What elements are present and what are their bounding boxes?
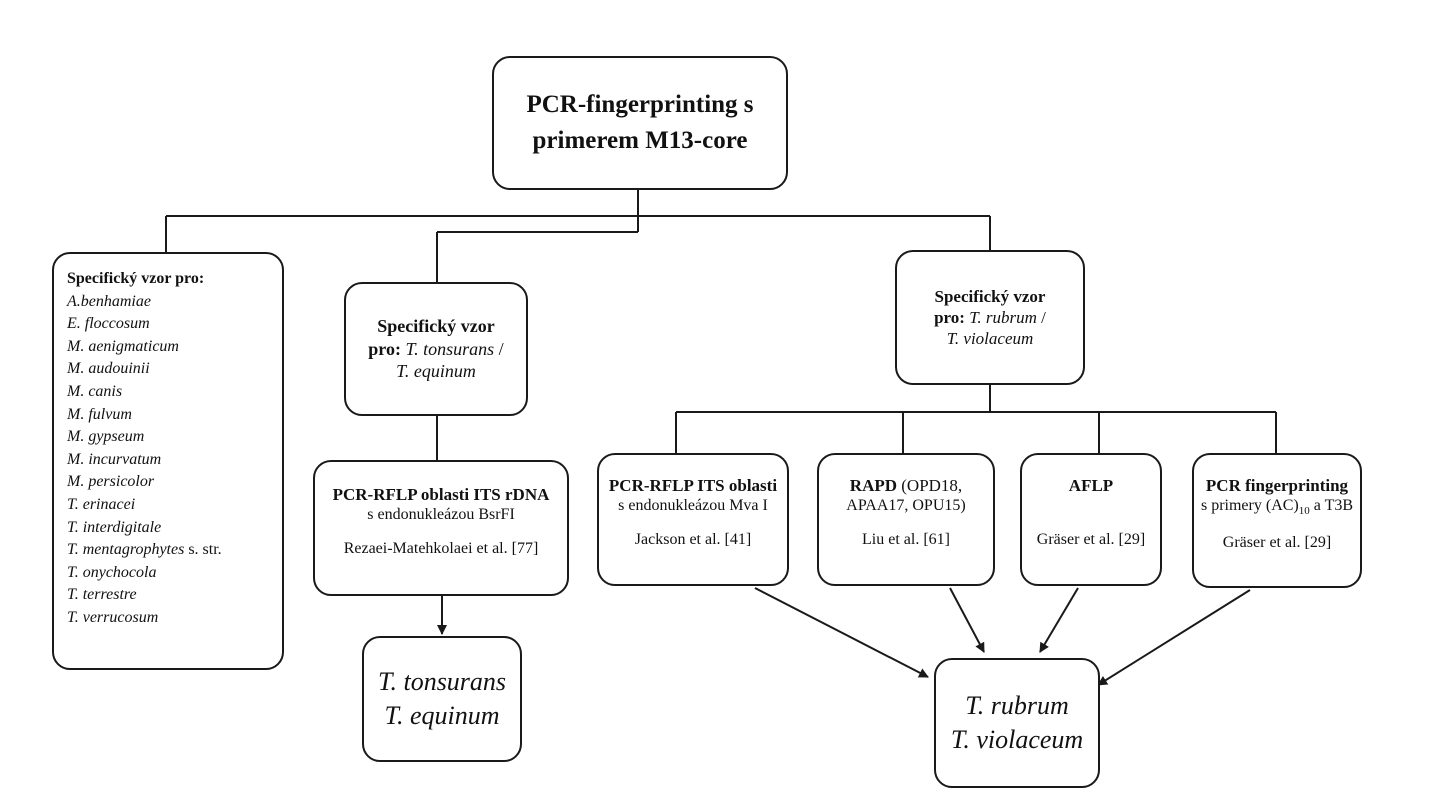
tonsurans-pattern-line-1: Specifický vzor	[377, 316, 495, 337]
species-item: A.benhamiae	[67, 292, 151, 310]
rubrum-result-line-1: T. rubrum	[965, 691, 1069, 721]
rubrum-result-box: T. rubrum T. violaceum	[934, 658, 1100, 788]
method-reference: Gräser et al. [29]	[1222, 534, 1332, 552]
rflp-rdna-subtitle: s endonukleázou BsrFI	[367, 506, 515, 524]
species-item: T. interdigitale	[67, 518, 162, 536]
tonsurans-pattern-line-2: pro: T. tonsurans /	[368, 338, 504, 359]
rflp-rdna-box: PCR-RFLP oblasti ITS rDNA s endonukleázo…	[313, 460, 569, 596]
rubrum-pattern-line-1: Specifický vzor	[934, 286, 1046, 306]
arrow-method-1-to-result	[754, 587, 929, 678]
arrow-method-4-to-result	[1097, 589, 1251, 686]
tonsurans-result-line-1: T. tonsurans	[377, 667, 507, 697]
arrow-method-2-to-result	[949, 587, 985, 653]
species-item: M. persicolor	[67, 473, 155, 491]
method-reference: Liu et al. [61]	[862, 531, 950, 549]
method-box-rapd: RAPD (OPD18, APAA17, OPU15) Liu et al. […	[817, 453, 995, 586]
species-list-box: Specifický vzor pro: A.benhamiae E. floc…	[52, 252, 284, 670]
species-item: T. erinacei	[67, 495, 136, 513]
rubrum-pattern-line-2: pro: T. rubrum /	[934, 307, 1046, 327]
species-item: T. onychocola	[67, 563, 157, 581]
rubrum-pattern-box: Specifický vzor pro: T. rubrum / T. viol…	[895, 250, 1085, 385]
root-line-1: PCR-fingerprinting s	[526, 90, 754, 118]
rflp-rdna-title: PCR-RFLP oblasti ITS rDNA	[332, 485, 550, 504]
method-subtitle: s primery (AC)10 a T3B	[1200, 497, 1354, 518]
species-item: M. canis	[67, 382, 123, 400]
species-item: T. verrucosum	[67, 608, 159, 626]
rflp-rdna-reference: Rezaei-Matehkolaei et al. [77]	[343, 540, 539, 558]
root-line-2: primerem M13-core	[532, 127, 748, 154]
species-item: M. incurvatum	[67, 450, 162, 468]
species-list-heading: Specifický vzor pro:	[67, 270, 205, 287]
tonsurans-result-box: T. tonsurans T. equinum	[362, 636, 522, 762]
method-reference: Jackson et al. [41]	[634, 531, 752, 549]
species-item: T. mentagrophytes s. str.	[67, 541, 222, 559]
tonsurans-result-line-2: T. equinum	[384, 701, 500, 730]
method-title: PCR-RFLP ITS oblasti	[608, 476, 778, 495]
species-item: M. fulvum	[67, 405, 132, 423]
method-title: PCR fingerprinting	[1205, 476, 1349, 495]
rubrum-result-line-2: T. violaceum	[950, 725, 1084, 754]
species-item: T. terrestre	[67, 586, 137, 604]
species-item: M. gypseum	[67, 428, 145, 446]
method-box-pcr-fingerprinting: PCR fingerprinting s primery (AC)10 a T3…	[1192, 453, 1362, 588]
species-item: E. floccosum	[67, 315, 150, 333]
method-title: AFLP	[1068, 476, 1114, 495]
method-reference: Gräser et al. [29]	[1036, 531, 1146, 549]
arrow-method-3-to-result	[1039, 587, 1079, 653]
tonsurans-pattern-box: Specifický vzor pro: T. tonsurans / T. e…	[344, 282, 528, 416]
tonsurans-pattern-line-3: T. equinum	[396, 361, 476, 382]
species-item: M. aenigmaticum	[67, 337, 179, 355]
method-title: RAPD (OPD18,	[849, 476, 963, 495]
rubrum-pattern-line-3: T. violaceum	[946, 329, 1034, 349]
root-box: PCR-fingerprinting s primerem M13-core	[492, 56, 788, 190]
method-subtitle: s endonukleázou Mva I	[618, 497, 768, 515]
method-box-aflp: AFLP Gräser et al. [29]	[1020, 453, 1162, 586]
method-box-rflp-its: PCR-RFLP ITS oblasti s endonukleázou Mva…	[597, 453, 789, 586]
method-subtitle: APAA17, OPU15)	[846, 497, 966, 515]
species-item: M. audouinii	[67, 360, 150, 378]
